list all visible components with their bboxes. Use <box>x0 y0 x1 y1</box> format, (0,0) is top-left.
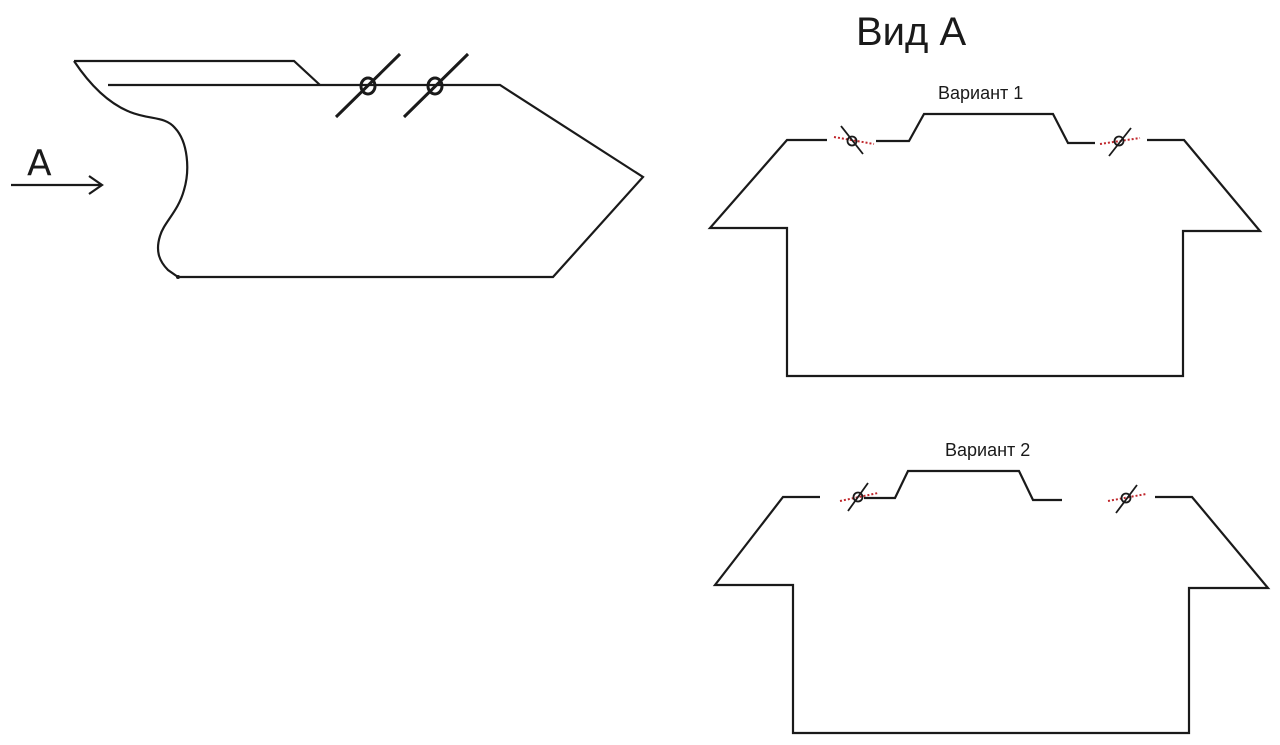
variant-2-left-outline <box>712 495 1271 735</box>
pin-slash-icon <box>840 125 864 155</box>
pin-circle-icon <box>846 135 858 147</box>
view-arrow <box>11 175 104 195</box>
pin-circle-icon <box>1113 135 1125 147</box>
variant-2-drawing <box>712 469 1271 735</box>
variant-1-pin-right <box>1099 127 1141 157</box>
variant-1-center-hump <box>876 112 1095 145</box>
side-view-top-flange <box>74 59 321 86</box>
variant-1-pin-left <box>833 125 875 155</box>
side-view-pin-2 <box>402 52 470 119</box>
pin-circle-icon <box>426 76 444 96</box>
view-title: Вид А <box>856 10 967 54</box>
break-end-dot <box>176 275 180 279</box>
pin-circle-icon <box>359 76 377 96</box>
side-view-break-line <box>73 60 189 278</box>
variant-1-left-outline <box>707 138 1263 378</box>
side-view <box>11 52 645 279</box>
side-view-pin-1 <box>334 52 402 119</box>
pin-slash-icon <box>402 52 470 119</box>
pin-slash-icon <box>334 52 402 119</box>
pin-slash-icon <box>1115 484 1138 514</box>
pin-circle-icon <box>852 491 864 503</box>
pin-circle-icon <box>1120 492 1132 504</box>
pin-slash-icon <box>1108 127 1132 157</box>
variant-1-label: Вариант 1 <box>938 83 1024 103</box>
pin-axis-dotted <box>833 136 875 145</box>
variant-2-pin-right <box>1107 484 1147 514</box>
pin-axis-dotted <box>839 492 879 502</box>
side-view-body-outline <box>108 83 645 279</box>
view-arrow-label: A <box>27 143 52 184</box>
variant-2-pin-left <box>839 482 879 512</box>
pin-slash-icon <box>847 482 869 512</box>
arrow-head-icon <box>88 175 104 195</box>
variant-2-center-hump <box>864 469 1062 502</box>
variant-1-drawing <box>707 112 1263 378</box>
variant-2-label: Вариант 2 <box>945 440 1031 460</box>
pin-axis-dotted <box>1107 493 1147 502</box>
